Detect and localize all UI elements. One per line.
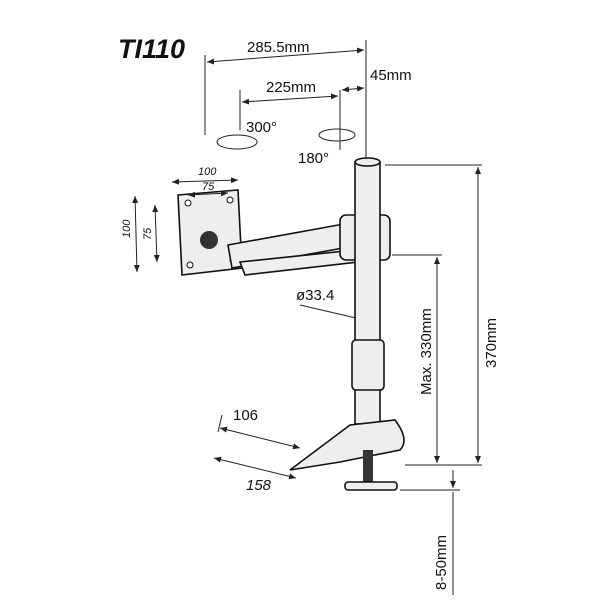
max-height: Max. 330mm [418, 308, 435, 395]
dim-arm-rotation: 180° [298, 150, 329, 167]
top-extension-lines [204, 40, 367, 160]
vertical-extension-lines [385, 164, 482, 491]
dim-total-reach: 285.5mm [247, 39, 310, 56]
arm-rotation-arrow-icon [318, 128, 356, 142]
vesa-inner-width: 75 [202, 181, 215, 193]
dim-pole-offset: 45mm [370, 67, 412, 84]
base [289, 419, 405, 491]
dim-line-45 [341, 85, 365, 93]
tilt-rotation-arrow-icon [216, 134, 258, 150]
diameter-leader [299, 304, 357, 319]
pole [351, 157, 385, 425]
dim-line-285 [206, 47, 365, 65]
vesa-outer-width: 100 [198, 166, 217, 178]
vesa-plate [177, 189, 243, 276]
base-width: 106 [233, 407, 258, 424]
clamp-range: 8-50mm [433, 535, 450, 590]
base-depth: 158 [246, 477, 272, 494]
vesa-inner-height: 75 [142, 227, 154, 240]
vesa-outer-height: 100 [121, 219, 133, 238]
pole-height: 370mm [483, 318, 500, 368]
model-title: TI110 [118, 34, 185, 64]
dim-arm-length: 225mm [266, 79, 316, 96]
dim-tilt-rotation: 300° [246, 119, 277, 136]
dim-line-225 [241, 93, 339, 105]
pole-diameter: ø33.4 [296, 287, 334, 304]
